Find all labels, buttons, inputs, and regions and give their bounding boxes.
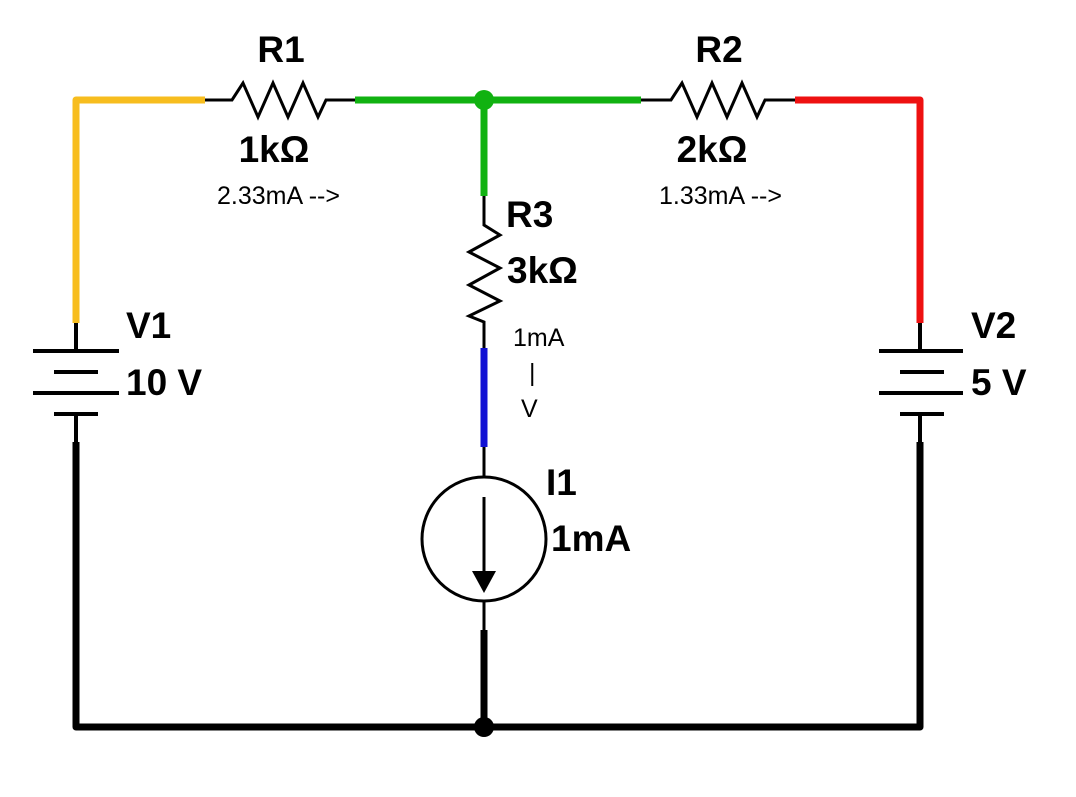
wire-v2-node[interactable] bbox=[795, 96, 924, 323]
r2-value-label: 2kΩ bbox=[677, 129, 748, 170]
v1-value-label: 10 V bbox=[126, 362, 202, 403]
resistor-r1[interactable] bbox=[205, 79, 355, 121]
junction-middle-node[interactable] bbox=[474, 90, 494, 110]
r1-name-label: R1 bbox=[257, 29, 304, 70]
r2-current-label: 1.33mA --> bbox=[659, 182, 782, 210]
r3-current-label: 1mA bbox=[513, 324, 565, 352]
voltage-source-v1[interactable] bbox=[33, 323, 119, 442]
v1-name-label: V1 bbox=[126, 305, 171, 346]
i1-value-label: 1mA bbox=[551, 518, 631, 559]
resistor-r3[interactable] bbox=[465, 196, 504, 348]
wire-middle-node[interactable] bbox=[355, 96, 641, 196]
current-source-i1[interactable] bbox=[420, 447, 548, 630]
r1-current-label: 2.33mA --> bbox=[217, 182, 340, 210]
resistor-r2[interactable] bbox=[641, 79, 795, 121]
junction-ground[interactable] bbox=[474, 717, 494, 737]
r3-current-arrow-stem: | bbox=[529, 359, 536, 387]
i1-name-label: I1 bbox=[546, 462, 577, 503]
r2-name-label: R2 bbox=[695, 29, 742, 70]
current-direction-arrow-icon bbox=[472, 571, 496, 593]
voltage-source-v2[interactable] bbox=[879, 323, 963, 442]
r1-value-label: 1kΩ bbox=[239, 129, 310, 170]
v2-value-label: 5 V bbox=[971, 362, 1027, 403]
r3-current-arrow-head: V bbox=[521, 395, 538, 423]
v2-name-label: V2 bbox=[971, 305, 1016, 346]
r3-value-label: 3kΩ bbox=[507, 250, 578, 291]
r3-name-label: R3 bbox=[506, 194, 553, 235]
wire-ground[interactable] bbox=[72, 442, 924, 731]
wire-v1-node[interactable] bbox=[72, 96, 205, 323]
